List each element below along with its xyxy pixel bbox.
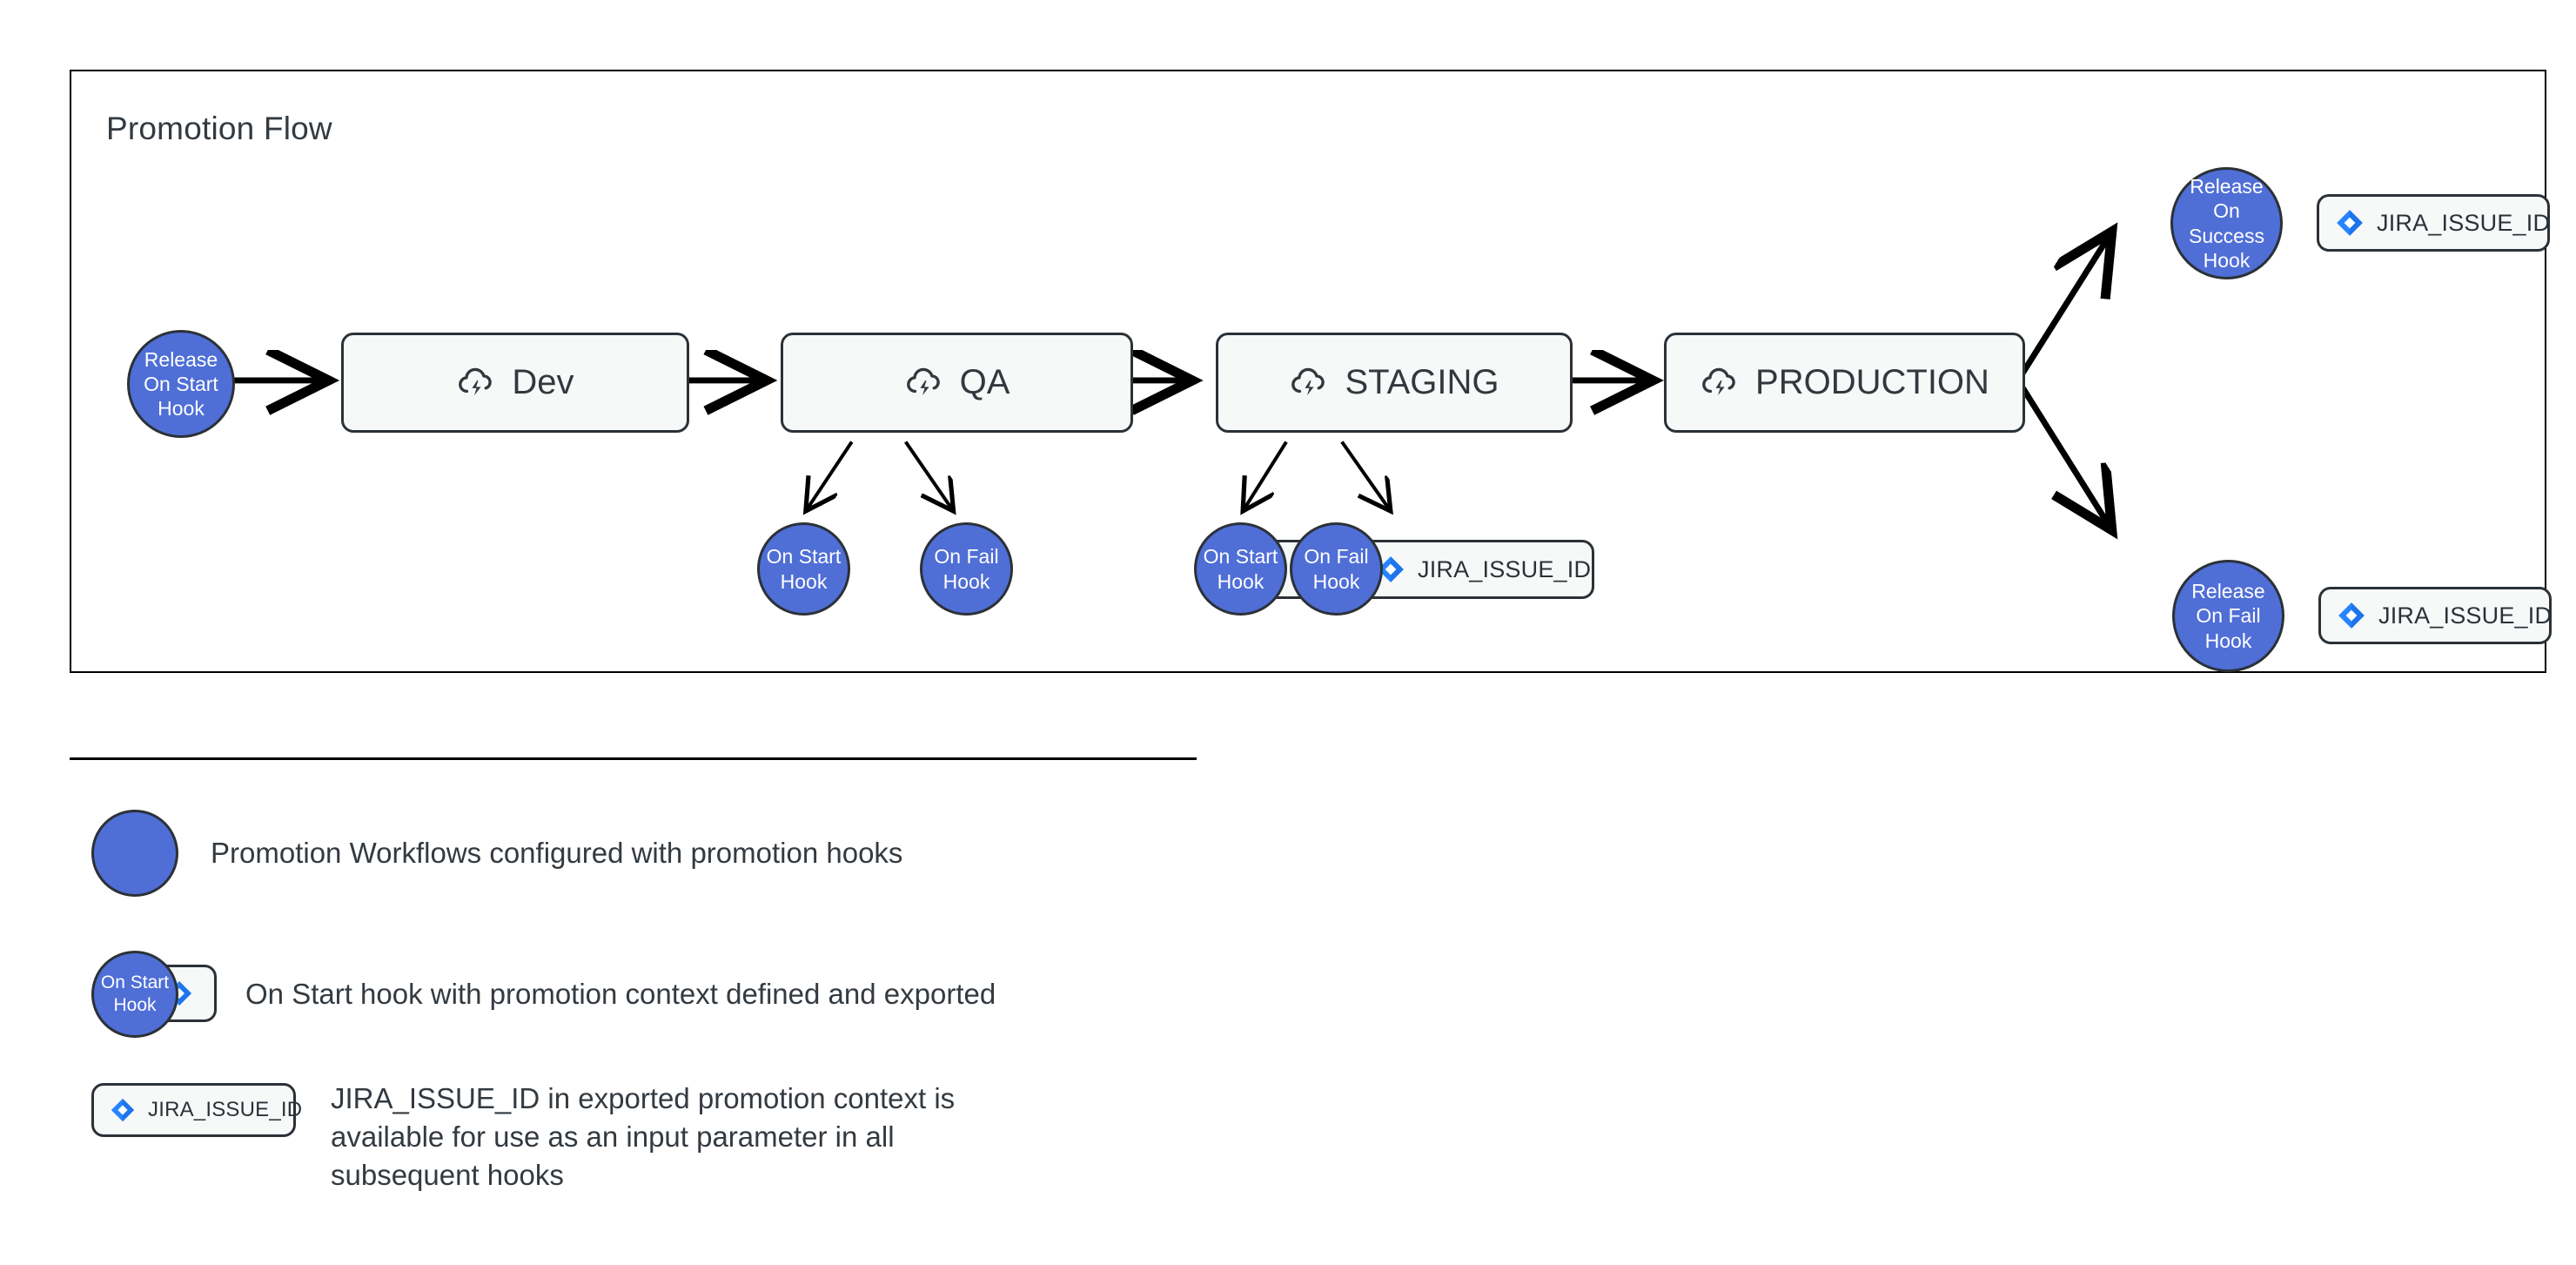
legend-item-on-start-hook: On Start Hook On Start hook with promoti… xyxy=(91,951,996,1038)
cloud-lightning-icon xyxy=(1289,366,1329,400)
legend-jira-badge-swatch: JIRA_ISSUE_ID xyxy=(91,1083,302,1137)
legend-item-jira-issue-id: JIRA_ISSUE_ID JIRA_ISSUE_ID in exported … xyxy=(91,1080,955,1194)
staging-on-fail-hook-label: On Fail Hook xyxy=(1304,545,1369,593)
qa-on-start-hook-node[interactable]: On Start Hook xyxy=(757,522,850,616)
release-on-start-hook-label: Release On Start Hook xyxy=(144,347,218,421)
stage-dev-label: Dev xyxy=(512,363,574,401)
staging-on-fail-context-badge[interactable]: JIRA_ISSUE_ID xyxy=(1358,540,1594,599)
legend-caption-promotion-workflows: Promotion Workflows configured with prom… xyxy=(211,837,903,870)
stage-production-label: PRODUCTION xyxy=(1755,363,1989,401)
stage-staging-label: STAGING xyxy=(1345,363,1499,401)
promotion-flow-panel: Promotion Flow Release On Start xyxy=(70,70,2552,673)
cloud-lightning-icon xyxy=(1700,366,1740,400)
legend-caption-on-start-hook: On Start hook with promotion context def… xyxy=(245,978,996,1011)
legend-hook-with-badge-swatch: On Start Hook xyxy=(91,951,235,1038)
staging-on-fail-context-label: JIRA_ISSUE_ID xyxy=(1418,555,1592,582)
cloud-lightning-icon xyxy=(904,366,944,400)
jira-icon xyxy=(110,1097,136,1123)
release-on-fail-context-badge[interactable]: JIRA_ISSUE_ID xyxy=(2318,587,2552,644)
jira-icon xyxy=(2335,208,2365,238)
stage-qa-label: QA xyxy=(959,363,1010,401)
legend-on-start-hook-node: On Start Hook xyxy=(91,951,178,1038)
jira-icon xyxy=(2337,601,2366,630)
release-on-success-hook-node[interactable]: Release On Success Hook xyxy=(2170,167,2283,279)
staging-on-start-hook-label: On Start Hook xyxy=(1203,545,1278,593)
legend-on-start-hook-label: On Start Hook xyxy=(100,972,170,1015)
release-on-fail-hook-label: Release On Fail Hook xyxy=(2191,580,2265,652)
legend-hook-circle-swatch xyxy=(91,810,178,897)
legend-caption-jira-issue-id: JIRA_ISSUE_ID in exported promotion cont… xyxy=(331,1082,956,1191)
staging-on-start-hook-node[interactable]: On Start Hook xyxy=(1194,522,1287,616)
page-title: Promotion Flow xyxy=(106,111,332,146)
qa-on-start-hook-label: On Start Hook xyxy=(766,545,842,593)
jira-icon xyxy=(1376,555,1405,584)
release-on-fail-hook-node[interactable]: Release On Fail Hook xyxy=(2172,560,2284,672)
release-on-start-hook-node[interactable]: Release On Start Hook xyxy=(127,330,235,438)
qa-on-fail-hook-node[interactable]: On Fail Hook xyxy=(920,522,1013,616)
stage-production[interactable]: PRODUCTION xyxy=(1664,333,2025,433)
stage-staging[interactable]: STAGING xyxy=(1216,333,1573,433)
legend-item-promotion-workflows: Promotion Workflows configured with prom… xyxy=(91,810,902,897)
staging-on-fail-hook-node[interactable]: On Fail Hook xyxy=(1290,522,1383,616)
release-on-success-context-label: JIRA_ISSUE_ID xyxy=(2377,209,2551,236)
stage-dev[interactable]: Dev xyxy=(341,333,689,433)
legend-divider xyxy=(70,757,1197,760)
cloud-lightning-icon xyxy=(456,366,496,400)
release-on-fail-context-label: JIRA_ISSUE_ID xyxy=(2378,602,2553,629)
release-on-success-hook-label: Release On Success Hook xyxy=(2189,175,2264,272)
qa-on-fail-hook-label: On Fail Hook xyxy=(934,545,999,593)
release-on-success-context-badge[interactable]: JIRA_ISSUE_ID xyxy=(2317,194,2550,252)
stage-qa[interactable]: QA xyxy=(781,333,1133,433)
legend-jira-badge-label: JIRA_ISSUE_ID xyxy=(148,1098,303,1121)
